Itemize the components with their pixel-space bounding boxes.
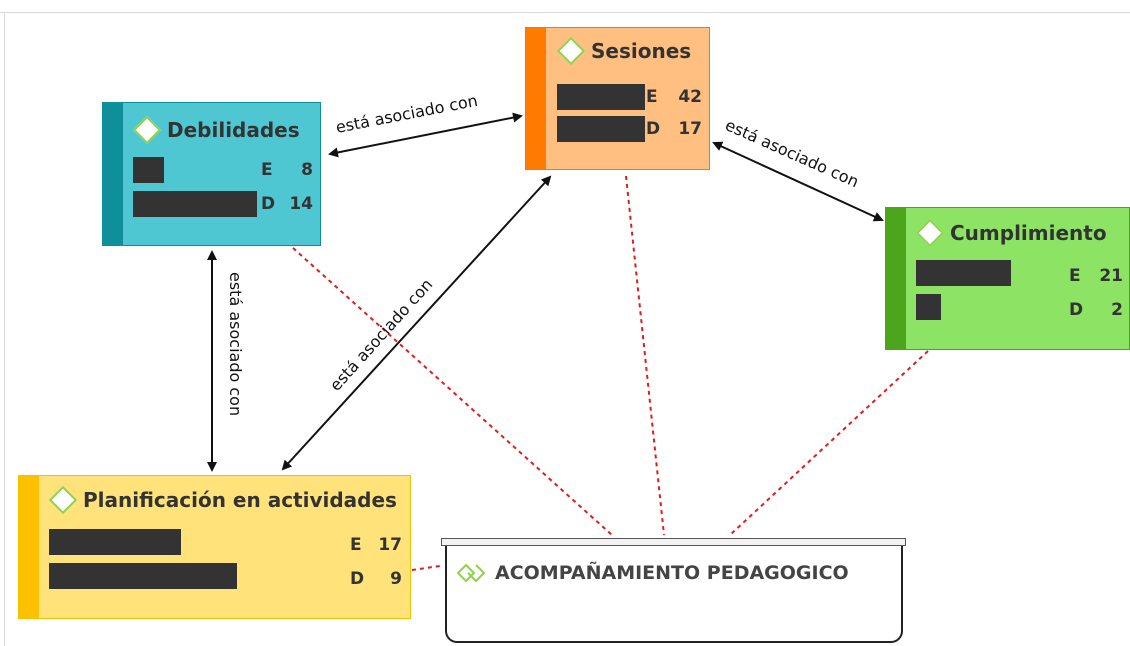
redacted-bar-e <box>133 157 164 183</box>
redacted-bar-e <box>49 529 181 555</box>
root-node-title: ACOMPAÑAMIENTO PEDAGOGICO <box>495 562 849 584</box>
node-color-band <box>19 476 39 618</box>
d-label: D <box>1069 300 1084 320</box>
redacted-bar-d <box>49 563 237 589</box>
node-title: Planificación en actividades <box>83 488 397 512</box>
concept-diamond-icon <box>556 36 586 66</box>
root-node-lid <box>441 538 906 546</box>
e-value: 8 <box>301 160 313 180</box>
node-planificacion[interactable]: Planificación en actividades E 17 D 9 <box>18 475 411 619</box>
redacted-bar-d <box>133 191 257 217</box>
node-debilidades[interactable]: Debilidades E 8 D 14 <box>102 102 321 246</box>
link-planificacion-root <box>411 565 441 571</box>
canvas-left-border <box>4 12 5 646</box>
node-title: Sesiones <box>591 39 692 63</box>
link-cumplimiento-root <box>729 350 929 536</box>
double-diamond-icon <box>457 563 486 583</box>
d-label: D <box>261 194 276 214</box>
redacted-bar-e <box>916 260 1011 286</box>
node-color-band <box>526 28 546 169</box>
concept-diamond-icon <box>48 485 78 515</box>
redacted-bar-e <box>557 84 645 110</box>
arrow-sesiones-planificacion <box>281 175 552 471</box>
redacted-bar-d <box>557 116 645 142</box>
e-value: 17 <box>378 535 402 555</box>
e-label: E <box>646 87 658 107</box>
edge-label-debilidades-sesiones: está asociado con <box>334 91 479 137</box>
node-color-band <box>886 208 906 349</box>
concept-diamond-icon <box>915 218 945 248</box>
e-label: E <box>350 535 362 555</box>
d-label: D <box>350 569 365 589</box>
e-value: 21 <box>1099 266 1123 286</box>
d-label: D <box>646 119 661 139</box>
concept-diamond-icon <box>132 115 162 145</box>
redacted-bar-d <box>916 294 941 320</box>
arrow-sesiones-cumplimiento <box>712 141 884 222</box>
node-cumplimiento[interactable]: Cumplimiento E 21 D 2 <box>885 207 1130 350</box>
arrow-debilidades-sesiones <box>328 112 523 158</box>
e-label: E <box>261 160 273 180</box>
d-value: 2 <box>1111 300 1123 320</box>
node-title: Debilidades <box>167 118 300 142</box>
link-sesiones-root <box>625 175 665 536</box>
root-node-acompanamiento[interactable]: ACOMPAÑAMIENTO PEDAGOGICO <box>445 540 903 643</box>
node-title: Cumplimiento <box>950 221 1107 245</box>
node-color-band <box>103 103 123 245</box>
d-value: 17 <box>678 119 702 139</box>
d-value: 9 <box>390 569 402 589</box>
e-value: 42 <box>678 87 702 107</box>
e-label: E <box>1069 266 1081 286</box>
canvas-top-border <box>0 12 1130 13</box>
d-value: 14 <box>289 194 313 214</box>
edge-label-debilidades-planificacion: está asociado con <box>226 272 245 416</box>
node-sesiones[interactable]: Sesiones E 42 D 17 <box>525 27 710 170</box>
